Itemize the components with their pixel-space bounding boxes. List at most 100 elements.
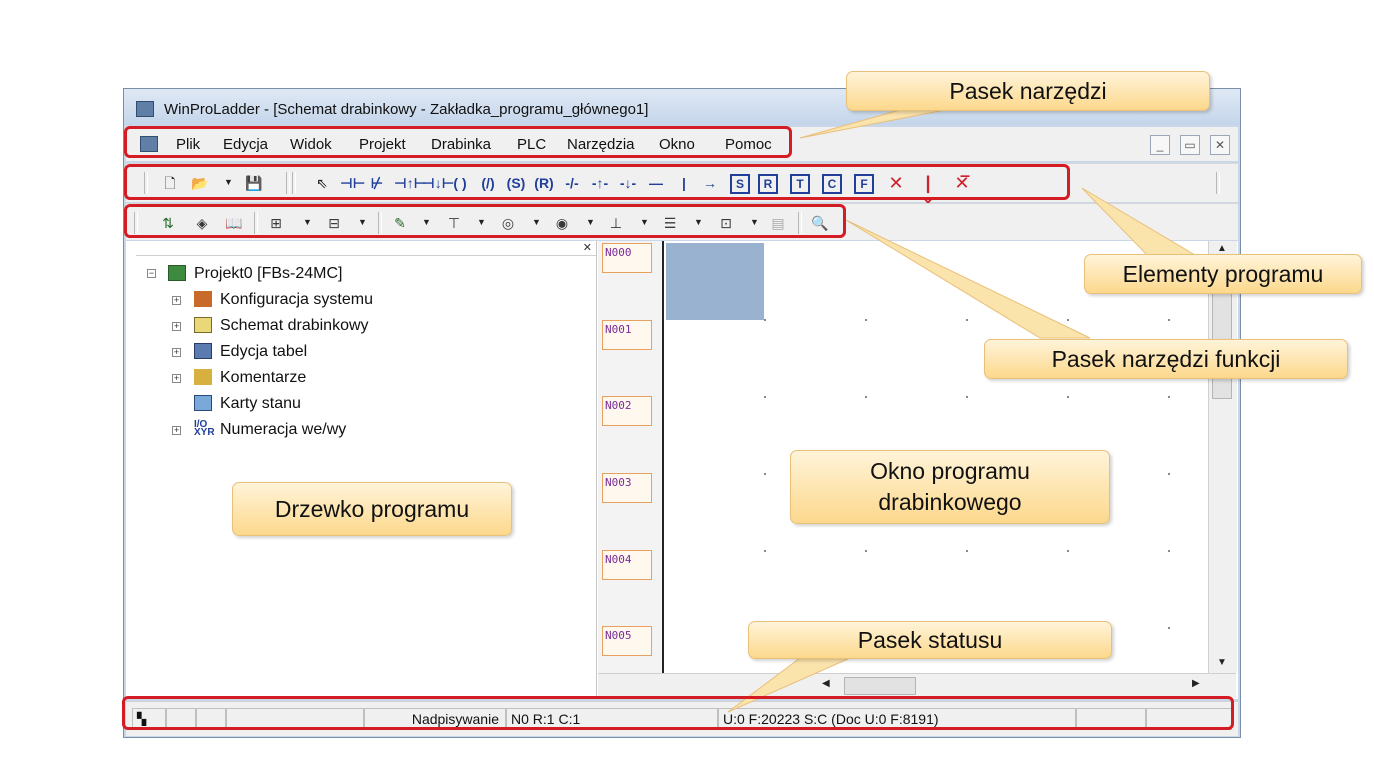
menu-plik[interactable]: Plik [176, 136, 201, 153]
app-icon [136, 101, 154, 117]
close-icon[interactable]: ✕ [1210, 135, 1230, 155]
scroll-right-icon[interactable]: ▶ [1192, 678, 1200, 689]
contact-a-icon[interactable]: ⊣⊢ [340, 175, 366, 191]
connect-arrow-icon[interactable]: → [703, 175, 717, 191]
menu-okno[interactable]: Okno [659, 136, 695, 153]
select-pointer-icon[interactable]: ⇖ [316, 175, 328, 191]
r-element-button[interactable]: R [758, 174, 778, 194]
expand-icon[interactable]: + [172, 321, 181, 331]
callout-drzewko-programu: Drzewko programu [232, 482, 512, 536]
status-page-icon[interactable]: 🔍 [811, 215, 829, 231]
chevron-down-icon[interactable]: ▼ [422, 217, 431, 227]
restore-icon[interactable]: ▭ [1180, 135, 1200, 155]
pointer-function-toolbar [845, 219, 1091, 339]
pencil-icon[interactable]: ✎ [394, 215, 406, 231]
io-icon[interactable]: ⊥ [609, 215, 623, 231]
minimize-icon[interactable]: _ [1150, 135, 1170, 155]
function-block-icon[interactable]: ⊞ [270, 215, 282, 231]
tree-item-edycja-tabel[interactable]: Edycja tabel [220, 343, 308, 360]
chip-icon[interactable]: ◈ [196, 215, 208, 231]
grid-dot [764, 319, 766, 321]
callout-elementy-programu: Elementy programu [1084, 254, 1362, 294]
coil-set-icon[interactable]: (S) [506, 175, 526, 191]
cursor-cell[interactable] [666, 243, 764, 320]
coil-output-icon[interactable]: ( ) [453, 175, 467, 191]
invert-icon[interactable]: -/- [565, 175, 579, 191]
c-element-button[interactable]: C [822, 174, 842, 194]
toolbar-separator [292, 172, 296, 194]
list-icon[interactable]: ☰ [663, 215, 677, 231]
menu-plc[interactable]: PLC [517, 136, 547, 153]
s-element-button[interactable]: S [730, 174, 750, 194]
chevron-down-icon[interactable]: ▼ [303, 217, 312, 227]
chevron-down-icon[interactable]: ▼ [750, 217, 759, 227]
scroll-thumb[interactable] [844, 677, 916, 695]
negative-edge-icon[interactable]: -↓- [619, 175, 637, 191]
table-edit-icon [194, 343, 212, 359]
chevron-down-icon[interactable]: ▼ [694, 217, 703, 227]
menu-projekt[interactable]: Projekt [359, 136, 406, 153]
register-icon[interactable]: ⊟ [328, 215, 340, 231]
expand-icon[interactable]: + [172, 295, 181, 305]
chevron-down-icon[interactable]: ▼ [358, 217, 367, 227]
monitor-icon[interactable]: ⊤ [447, 215, 461, 231]
grid-dot [1168, 473, 1170, 475]
t-element-button[interactable]: T [790, 174, 810, 194]
program-tree-panel: ✕ − Projekt0 [FBs-24MC] + Konfiguracja s… [136, 241, 597, 699]
callout-line: drabinkowego [878, 489, 1022, 515]
coil-reset-icon[interactable]: (R) [534, 175, 554, 191]
chevron-down-icon[interactable]: ▼ [640, 217, 649, 227]
horizontal-line-icon[interactable]: — [649, 175, 663, 191]
menu-widok[interactable]: Widok [290, 136, 332, 153]
grid-dot [1168, 396, 1170, 398]
contact-b-icon[interactable]: ⊬ [370, 175, 384, 191]
menu-narzedzia[interactable]: Narzędzia [567, 136, 635, 153]
tree-item-schemat[interactable]: Schemat drabinkowy [220, 317, 369, 334]
book-icon[interactable]: 📖 [225, 215, 243, 231]
close-icon[interactable]: ✕ [582, 242, 592, 254]
document-icon[interactable] [140, 136, 158, 152]
expand-icon[interactable]: + [172, 425, 181, 435]
open-folder-icon[interactable]: 📂 [191, 175, 209, 191]
plc-project-icon [168, 265, 186, 281]
delete-line-icon[interactable]: ✕̅ [954, 173, 970, 193]
table-icon[interactable]: ⊡ [720, 215, 732, 231]
delete-icon[interactable]: ✕ [888, 173, 904, 193]
grid-dot [1168, 319, 1170, 321]
status-page-icon [194, 395, 212, 411]
coil-inverted-icon[interactable]: (/) [481, 175, 495, 191]
vertical-line-icon[interactable]: | [682, 175, 686, 191]
menu-edycja[interactable]: Edycja [223, 136, 269, 153]
tree-item-karty-stanu[interactable]: Karty stanu [220, 395, 301, 412]
save-icon[interactable]: 💾 [245, 175, 263, 191]
callout-pasek-narzedzi-funkcji: Pasek narzędzi funkcji [984, 339, 1348, 379]
positive-edge-icon[interactable]: -↑- [591, 175, 609, 191]
stop-icon[interactable]: ◉ [555, 215, 569, 231]
chevron-down-icon[interactable]: ▼ [477, 217, 486, 227]
rung-number-column: N000 N001 N002 N003 N004 N005 [598, 241, 662, 673]
status-bar-highlight [122, 696, 1234, 730]
tree-item-numeracja[interactable]: Numeracja we/wy [220, 421, 347, 438]
menu-drabinka[interactable]: Drabinka [431, 136, 492, 153]
scroll-up-icon[interactable]: ▲ [1217, 243, 1227, 254]
menu-pomoc[interactable]: Pomoc [725, 136, 772, 153]
tree-root[interactable]: Projekt0 [FBs-24MC] [194, 265, 343, 282]
scroll-down-icon[interactable]: ▼ [1217, 657, 1227, 668]
comments-icon [194, 369, 212, 385]
expand-icon[interactable]: + [172, 347, 181, 357]
collapse-icon[interactable]: − [147, 268, 156, 278]
left-power-rail [662, 241, 664, 673]
compile-icon[interactable]: ⇅ [162, 215, 174, 231]
chevron-down-icon[interactable]: ▼ [224, 177, 233, 187]
expand-icon[interactable]: + [172, 373, 181, 383]
chevron-down-icon[interactable]: ▼ [532, 217, 541, 227]
tree-item-komentarze[interactable]: Komentarze [220, 369, 307, 386]
horizontal-scrollbar[interactable]: ◀ ▶ [598, 673, 1236, 698]
tree-item-konfiguracja[interactable]: Konfiguracja systemu [220, 291, 373, 308]
new-file-icon[interactable]: 🗋 [164, 175, 176, 191]
scroll-left-icon[interactable]: ◀ [822, 678, 830, 689]
run-icon[interactable]: ◎ [501, 215, 515, 231]
chevron-down-icon[interactable]: ▼ [586, 217, 595, 227]
rung-label: N001 [602, 320, 652, 350]
f-element-button[interactable]: F [854, 174, 874, 194]
